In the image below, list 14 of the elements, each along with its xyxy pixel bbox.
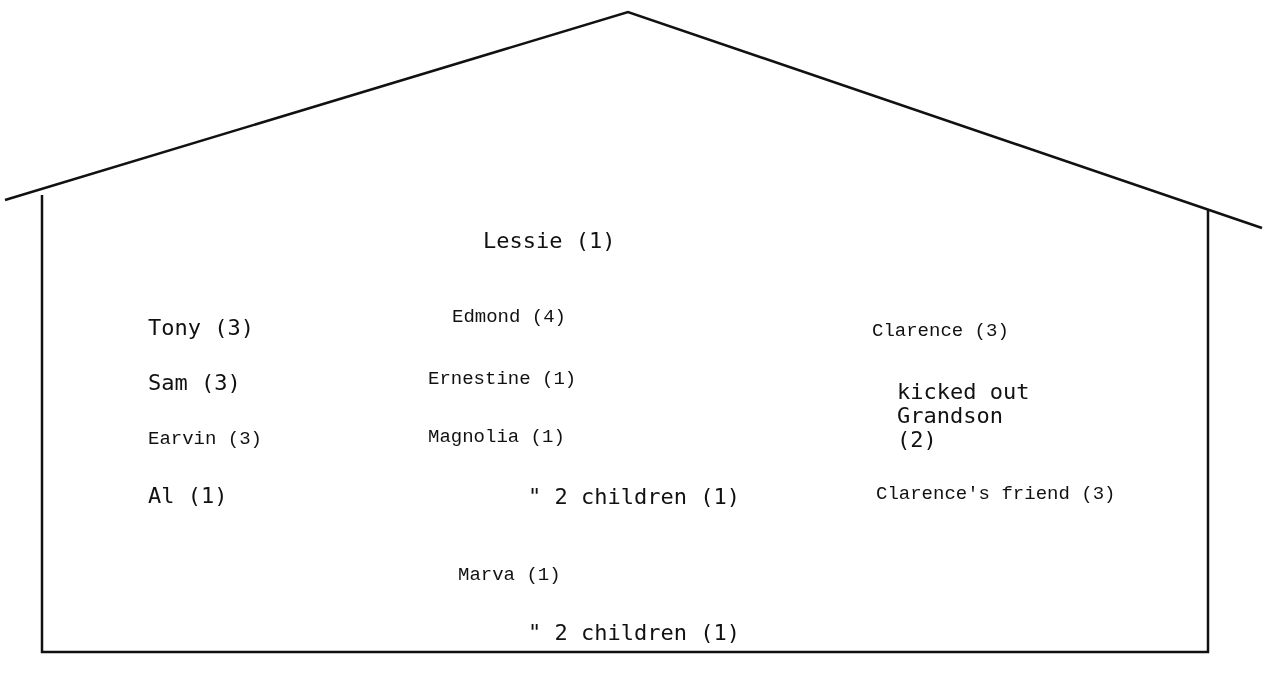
occupant-label: Ernestine (1) [428, 368, 577, 390]
occupant-label: Magnolia (1) [428, 426, 565, 448]
occupant-label: Tony (3) [148, 315, 254, 340]
occupant-label: Earvin (3) [148, 428, 263, 450]
occupant-label: Sam (3) [148, 370, 241, 395]
occupant-label: " 2 children (1) [528, 620, 740, 645]
occupant-label: Al (1) [148, 483, 228, 508]
occupant-label: Lessie (1) [483, 228, 616, 253]
occupant-label: Marva (1) [458, 564, 561, 586]
occupant-label: Edmond (4) [452, 306, 567, 328]
occupant-label: Clarence's friend (3) [876, 483, 1116, 505]
occupant-label: " 2 children (1) [528, 484, 740, 509]
occupant-label: kicked out Grandson (2) [897, 380, 1031, 452]
occupant-label: Clarence (3) [872, 320, 1009, 342]
